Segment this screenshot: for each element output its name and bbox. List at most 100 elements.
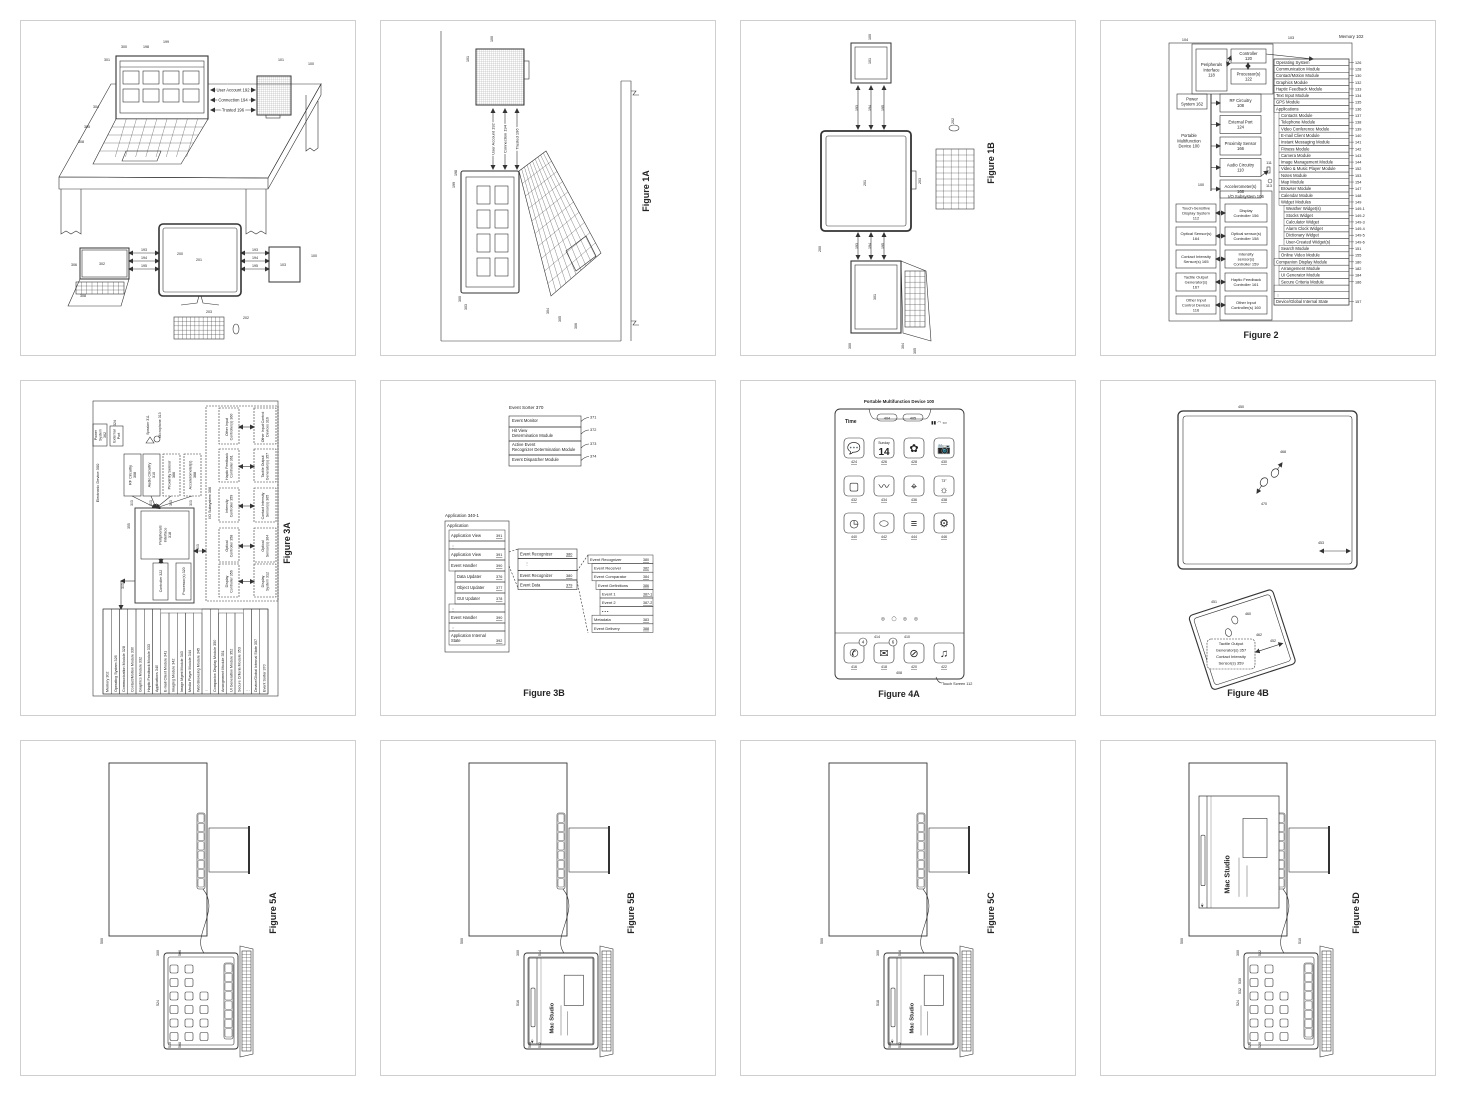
mail-icon: ✉ (879, 648, 888, 660)
reference-numeral: 149-3 (1355, 220, 1365, 224)
box-label: Other Input (1236, 300, 1257, 305)
reference-numeral: 303 (149, 500, 153, 506)
recognizer-row (517, 579, 578, 590)
app-icon-label: 436 (911, 498, 917, 502)
memory-row-label: Text Input Module (1276, 93, 1310, 98)
dock-icon (197, 832, 205, 841)
reference-numeral: 371 (590, 416, 596, 420)
leader-line (935, 676, 943, 684)
dock-icon (197, 878, 205, 888)
application-row-label: ⋮ (451, 607, 455, 612)
dock (916, 812, 926, 890)
application-row-label: Application View (451, 552, 481, 557)
recognizer-detail-label: Event Comparator (594, 574, 627, 579)
reference-numeral: 111 (1266, 161, 1272, 165)
product-image (563, 974, 584, 1006)
reference-numeral: 524 (1236, 1000, 1240, 1006)
reference-numeral: 391 (496, 534, 502, 538)
box-label: sensor(s) (1238, 256, 1255, 261)
memory-row-label: Arrangement Module 351 (221, 650, 225, 692)
memory-row (243, 608, 252, 695)
badge-count: 6 (892, 640, 895, 645)
application-label: Application 340-1 (445, 513, 479, 518)
photo-tile (162, 88, 180, 103)
reference-numeral: 410 (904, 635, 910, 639)
dock-icon (224, 991, 233, 1001)
box-label: Other Input Control (261, 412, 265, 443)
reference-numeral: 100 (490, 36, 494, 42)
memory-row-label: Map Module (1281, 180, 1305, 185)
app-icon (184, 1005, 194, 1014)
key-row (547, 242, 596, 284)
arrow (1276, 462, 1283, 471)
reference-numeral: 305 (558, 316, 562, 322)
browser-icon: ⊘ (909, 648, 918, 660)
key-row (538, 212, 580, 247)
laptop-keyboard (959, 945, 974, 1058)
reference-numeral: 516 (516, 1000, 520, 1006)
speaker-icon (145, 436, 155, 444)
memory-row-label: E-mail Client Module (1281, 133, 1320, 138)
box-label: Accelerometer(s) (1225, 184, 1257, 189)
recognizer-detail-label: Event Receiver (594, 566, 622, 571)
status-time: Time (845, 419, 857, 425)
reference-numeral: 151 (1355, 247, 1361, 251)
memory-row-label: Fitness Module (1281, 146, 1310, 151)
box-label: Intensity (1239, 251, 1254, 256)
reference-numeral: 202 (243, 316, 249, 320)
app-icon (1249, 1032, 1259, 1041)
key-col (176, 118, 188, 158)
application-row-label: State (451, 638, 461, 643)
photo-tile (142, 88, 160, 103)
reference-numeral: 305 (913, 348, 917, 354)
application-row-label: GUI Updater (457, 596, 481, 601)
app-icon-sublabel: Sunday (878, 441, 890, 445)
reference-numeral: 194 (252, 256, 258, 260)
application-row-label: Application View (451, 533, 481, 538)
dock-icon (557, 832, 565, 841)
laptop-base-small (67, 278, 130, 307)
photo-tile (182, 70, 200, 85)
phone-icon: ✆ (849, 648, 858, 660)
reference-numeral: 199 (452, 182, 456, 188)
clock-icon: ◷ (849, 518, 859, 530)
memory-row-label: Device/Global Internal State 357 (254, 639, 258, 692)
laptop-screen (850, 260, 902, 334)
app-icon (1279, 1005, 1289, 1014)
recognizer-detail-row (591, 623, 654, 633)
box-label: 108 (1237, 103, 1245, 108)
box-label: Controller 356 (230, 570, 234, 593)
reference-numeral: 194 (868, 243, 872, 249)
box-label: Optical Sensor(s) (1181, 231, 1213, 236)
memory-row-label: Operating System 326 (114, 655, 118, 692)
key-grid (1321, 950, 1332, 1052)
microphone-icon (1267, 178, 1273, 184)
app-icon-calendar (873, 437, 895, 459)
external-monitor (468, 762, 568, 937)
reference-numeral: 303 (130, 500, 134, 506)
memory-row-label: Contact/Motion Module 330 (130, 647, 134, 692)
arrow-label: Connection 194 (503, 124, 508, 153)
reference-numeral: 148 (1355, 194, 1361, 198)
event-sorter-row-label: Event Dispatcher Module (512, 457, 559, 462)
figure-caption: Figure 5C (986, 892, 996, 934)
box-label: 366 (172, 472, 176, 478)
stocks-icon: 〰 (879, 481, 890, 493)
touch-surface (1177, 410, 1358, 570)
microphone-label: Microphone 313 (158, 412, 162, 437)
reference-numeral: 100 (308, 62, 314, 66)
status-icons: ▮▮ ◠ ▭ (931, 420, 947, 425)
power-system-box (92, 423, 108, 447)
